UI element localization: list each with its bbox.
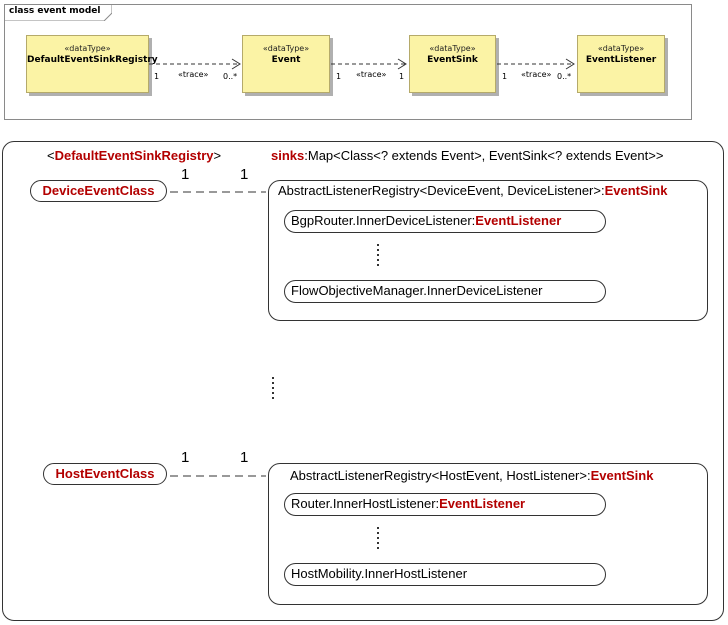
listener-item[interactable]: HostMobility.InnerHostListener — [284, 563, 606, 586]
mult-left: 1 — [181, 449, 190, 466]
trace-connectors — [149, 58, 575, 70]
map-key-hosteventclass[interactable]: HostEventClass — [43, 463, 167, 485]
listener-prefix: Router.InnerHostListener: — [291, 496, 440, 511]
stereotype: «dataType» — [597, 44, 645, 53]
trace-label-2: «trace» — [356, 70, 387, 79]
uml-class-eventlistener[interactable]: «dataType» EventListener — [577, 35, 665, 93]
header-close: > — [213, 148, 222, 163]
listener-prefix: BgpRouter.InnerDeviceListener: — [291, 213, 476, 228]
mult-from-3: 1 — [502, 72, 508, 81]
listener-item[interactable]: Router.InnerHostListener:EventListener — [284, 493, 606, 516]
class-name: Event — [271, 55, 301, 65]
listener-item[interactable]: BgpRouter.InnerDeviceListener:EventListe… — [284, 210, 606, 233]
frame-tab — [4, 4, 112, 21]
stereotype: «dataType» — [262, 44, 310, 53]
sink-type: EventSink — [604, 183, 668, 198]
listener-item[interactable]: FlowObjectiveManager.InnerDeviceListener — [284, 280, 606, 303]
frame-title: class event model — [9, 6, 101, 16]
mult-from-1: 1 — [154, 72, 160, 81]
listener-prefix: HostMobility.InnerHostListener — [291, 566, 468, 581]
sink-prefix: AbstractListenerRegistry<DeviceEvent, De… — [278, 183, 605, 198]
ellipsis-icon — [272, 377, 274, 399]
uml-class-eventsink[interactable]: «dataType» EventSink — [409, 35, 496, 93]
mult-to-1: 0..* — [223, 72, 238, 81]
header-open: < — [47, 148, 55, 163]
class-name: EventSink — [427, 55, 478, 65]
registry-field: sinks:Map<Class<? extends Event>, EventS… — [271, 148, 663, 163]
event-sink-title: AbstractListenerRegistry<DeviceEvent, De… — [278, 183, 667, 198]
stereotype: «dataType» — [64, 44, 111, 53]
field-type: :Map<Class<? extends Event>, EventSink<?… — [304, 148, 664, 163]
mult-to-3: 0..* — [557, 72, 572, 81]
uml-class-event[interactable]: «dataType» Event — [242, 35, 330, 93]
sink-type: EventSink — [590, 468, 654, 483]
stereotype: «dataType» — [429, 44, 476, 53]
map-key-deviceeventclass[interactable]: DeviceEventClass — [30, 180, 167, 202]
uml-class-defaulteventsinkregistry[interactable]: «dataType» DefaultEventSinkRegistry — [26, 35, 158, 93]
registry-header: <DefaultEventSinkRegistry> — [47, 148, 221, 163]
event-sink-title: AbstractListenerRegistry<HostEvent, Host… — [290, 468, 653, 483]
field-name: sinks — [271, 148, 305, 163]
mult-from-2: 1 — [336, 72, 342, 81]
class-name: EventListener — [585, 55, 657, 65]
listener-type: EventListener — [439, 496, 526, 511]
class-name: DefaultEventSinkRegistry — [27, 55, 158, 65]
registry-container — [2, 141, 724, 621]
arrowhead-icon — [565, 58, 575, 70]
mult-to-2: 1 — [399, 72, 405, 81]
header-class: DefaultEventSinkRegistry — [54, 148, 214, 163]
mult-right: 1 — [240, 449, 249, 466]
mult-left: 1 — [181, 166, 190, 183]
listener-prefix: FlowObjectiveManager.InnerDeviceListener — [291, 283, 543, 298]
mult-right: 1 — [240, 166, 249, 183]
ellipsis-icon — [377, 244, 379, 266]
trace-label-1: «trace» — [178, 70, 209, 79]
sink-prefix: AbstractListenerRegistry<HostEvent, Host… — [290, 468, 591, 483]
ellipsis-icon — [377, 527, 379, 549]
trace-label-3: «trace» — [521, 70, 552, 79]
arrowhead-icon — [397, 58, 407, 70]
arrowhead-icon — [231, 58, 241, 70]
listener-type: EventListener — [475, 213, 562, 228]
